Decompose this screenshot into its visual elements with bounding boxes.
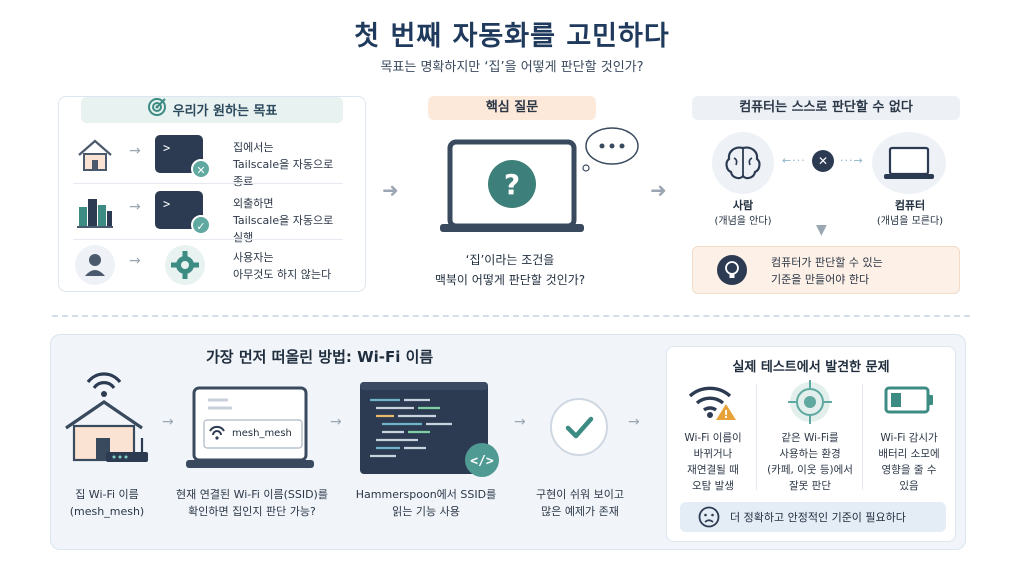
goal-line2: 아무것도 하지 않는다: [233, 268, 332, 281]
flow-arrow-icon: ➜: [650, 178, 667, 202]
target-icon: [147, 97, 167, 126]
arrow-icon: →: [330, 414, 342, 430]
issue3-line: Wi-Fi 감시가: [880, 432, 938, 444]
arrow-icon: →: [628, 414, 640, 430]
issue2-line: 잘못 판단: [789, 480, 831, 492]
svg-text:!: !: [723, 408, 728, 421]
location-target-icon: [786, 378, 834, 426]
city-icon: [73, 189, 117, 233]
core-question-line1: ‘집’이라는 조건을: [465, 253, 555, 267]
goal-line1: 집에서는: [233, 141, 274, 154]
close-badge-icon: ✕: [191, 159, 211, 179]
issue3-line: 있음: [899, 480, 919, 492]
issues-footer: 더 정확하고 안정적인 기준이 필요하다: [680, 502, 946, 532]
goal-item-outside: → >✓ 외출하면 Tailscale을 자동으로 실행: [73, 185, 343, 244]
page-title: 첫 번째 자동화를 고민하다: [354, 21, 670, 52]
goal-line2: Tailscale을 자동으로 실행: [233, 214, 334, 244]
method-header: 가장 먼저 떠올린 방법: Wi-Fi 이름: [206, 348, 434, 366]
issues-footer-text: 더 정확하고 안정적인 기준이 필요하다: [730, 511, 906, 524]
issue1-line: 오탐 발생: [692, 480, 734, 492]
human-label: 사람: [732, 199, 754, 212]
computer-sub: (개념을 모른다): [876, 216, 944, 227]
divider: [862, 384, 863, 490]
step1-line1: 집 Wi-Fi 이름: [75, 488, 139, 501]
terminal-icon: >✕: [155, 135, 211, 179]
divider: [73, 239, 343, 240]
divider: [73, 183, 343, 184]
section-divider: [52, 315, 970, 317]
conclusion-box: 컴퓨터가 판단할 수 있는 기준을 만들어야 한다: [692, 246, 960, 294]
terminal-icon: >✓: [155, 191, 211, 235]
issue3-line: 영향을 줄 수: [881, 464, 937, 476]
code-editor-icon: </>: [360, 382, 500, 478]
goal-line2: Tailscale을 자동으로 종료: [233, 158, 334, 188]
core-question-line2: 맥북이 어떻게 판단할 것인가?: [434, 273, 586, 287]
lightbulb-icon: [717, 255, 747, 285]
conclusion-line2: 기준을 만들어야 한다: [771, 273, 870, 286]
step2-line1: 현재 연결된 Wi-Fi 이름(SSID)를: [176, 488, 328, 501]
issues-header: 실제 테스트에서 발견한 문제: [732, 360, 890, 375]
home-wifi-icon: [60, 366, 156, 470]
goal-item-user: → 사용자는 아무것도 하지 않는다: [73, 239, 343, 291]
goal-line1: 사용자는: [233, 251, 274, 264]
goals-panel: 우리가 원하는 목표 → >✕ 집에서는 Tailscale을 자동으로 종료 …: [58, 96, 366, 292]
arrow-icon: →: [129, 199, 141, 215]
step4-line2: 많은 예제가 존재: [541, 505, 619, 518]
issue2-line: 사용하는 환경: [779, 448, 841, 460]
flow-arrow-icon: ➜: [382, 178, 399, 202]
user-icon: [73, 243, 117, 287]
step4-line1: 구현이 쉬워 보이고: [536, 488, 624, 501]
check-circle-icon: [550, 398, 608, 456]
judge-header: 컴퓨터는 스스로 판단할 수 없다: [692, 96, 960, 120]
step3-line2: 읽는 기능 사용: [392, 505, 460, 518]
issue2-line: 같은 Wi-Fi를: [781, 432, 839, 444]
sad-face-icon: [698, 506, 720, 528]
issue1-line: Wi-Fi 이름이: [684, 432, 742, 444]
laptop-ssid-icon: mesh_mesh: [186, 386, 314, 474]
divider: [756, 384, 757, 490]
core-header: 핵심 질문: [428, 96, 596, 120]
wifi-warning-icon: !: [686, 382, 738, 422]
conclusion-line1: 컴퓨터가 판단할 수 있는: [771, 256, 883, 269]
issue2-line: (카페, 이웃 등)에서: [767, 464, 853, 476]
issue1-line: 재연결될 때: [687, 464, 739, 476]
svg-text:?: ?: [504, 168, 520, 201]
arrow-icon: →: [129, 143, 141, 159]
battery-icon: [884, 386, 936, 416]
step3-line1: Hammerspoon에서 SSID를: [355, 488, 497, 501]
human-sub: (개념을 안다): [714, 216, 772, 227]
laptop-icon: [872, 132, 946, 194]
issue1-line: 바뀌거나: [693, 448, 733, 460]
brain-icon: [712, 132, 774, 194]
close-icon: ✕: [812, 150, 834, 172]
arrow-icon: →: [129, 253, 141, 269]
down-arrow-icon: ▼: [816, 222, 827, 238]
check-badge-icon: ✓: [191, 215, 211, 235]
goals-header: 우리가 원하는 목표: [81, 97, 343, 123]
step2-line2: 확인하면 집인지 판단 가능?: [188, 505, 316, 518]
page-subtitle: 목표는 명확하지만 ‘집’을 어떻게 판단할 것인가?: [380, 60, 644, 75]
gear-icon: [163, 243, 207, 287]
goal-line1: 외출하면: [233, 197, 274, 210]
step1-line2: (mesh_mesh): [69, 505, 145, 518]
svg-text:</>: </>: [470, 454, 494, 469]
goal-item-home: → >✕ 집에서는 Tailscale을 자동으로 종료: [73, 129, 343, 188]
computer-label: 컴퓨터: [894, 199, 926, 212]
laptop-question-icon: ?: [436, 124, 646, 248]
arrow-icon: →: [162, 414, 174, 430]
issue3-line: 배터리 소모에: [878, 448, 940, 460]
house-icon: [73, 133, 117, 177]
goals-header-text: 우리가 원하는 목표: [172, 104, 278, 119]
ssid-text: mesh_mesh: [232, 428, 292, 439]
arrow-icon: →: [514, 414, 526, 430]
